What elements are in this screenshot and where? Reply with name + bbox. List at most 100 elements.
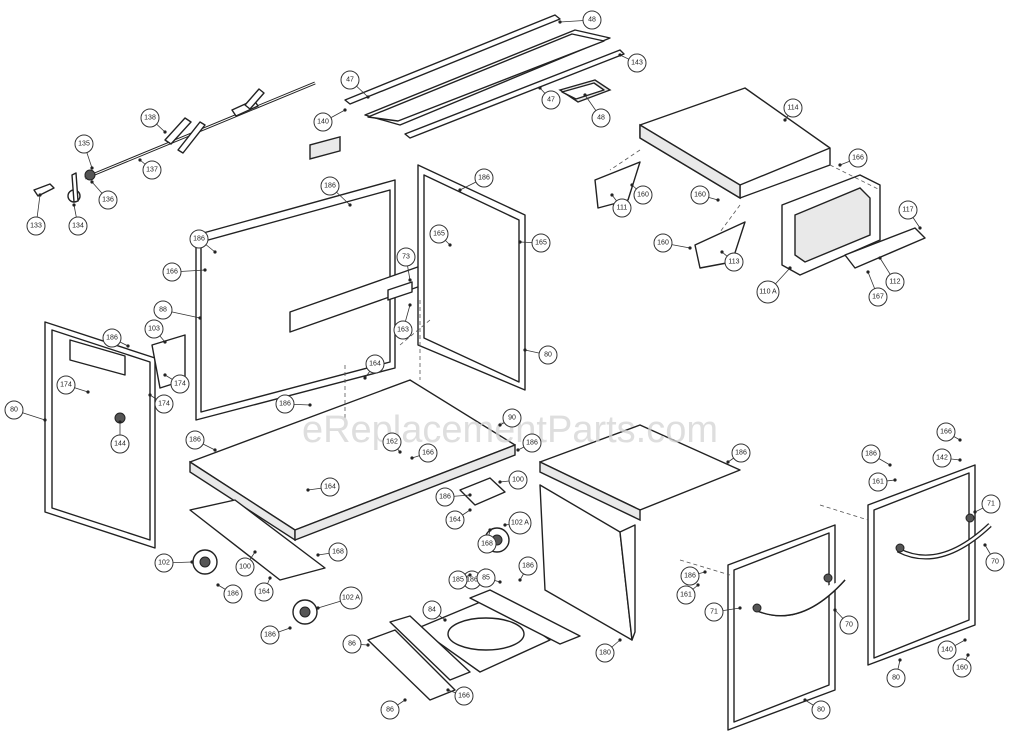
fastener-dot — [893, 478, 897, 482]
fastener-dot — [833, 608, 837, 612]
callout-bubble — [839, 615, 859, 635]
fastener-dot — [316, 606, 320, 610]
part-callout: 186 — [518, 556, 538, 582]
part-callout: 162 — [382, 432, 402, 454]
callout-label: 160 — [694, 192, 706, 199]
callout-label: 135 — [78, 141, 90, 148]
casters — [192, 527, 510, 625]
callout-label: 88 — [159, 307, 167, 314]
part-callout: 167 — [866, 270, 888, 307]
callout-label: 143 — [631, 60, 643, 67]
part-callout: 160 — [630, 183, 653, 205]
fastener-dot — [696, 583, 700, 587]
fastener-dot — [190, 560, 194, 564]
callout-bubble — [380, 700, 400, 720]
callout-label: 48 — [588, 17, 596, 24]
part-callout: 47 — [340, 70, 370, 99]
callout-label: 174 — [174, 381, 186, 388]
part-callout: 102 — [154, 553, 194, 573]
part-callout: 140 — [313, 108, 347, 132]
callout-bubble — [731, 443, 751, 463]
part-callout: 161 — [868, 472, 897, 492]
callout-bubble — [365, 354, 385, 374]
callout-label: 166 — [166, 269, 178, 276]
right-side-panel — [417, 164, 526, 391]
part-callout: 186 — [275, 394, 312, 414]
fastener-dot — [498, 423, 502, 427]
callout-bubble — [396, 247, 416, 267]
callout-bubble — [612, 198, 632, 218]
callout-label: 166 — [940, 429, 952, 436]
callout-label: 138 — [144, 115, 156, 122]
callout-label: 186 — [865, 451, 877, 458]
part-callout: 160 — [952, 653, 972, 678]
part-callout: 180 — [595, 638, 622, 663]
warming-rack-rails — [344, 14, 625, 139]
callout-bubble — [868, 287, 888, 307]
part-callout: 103 — [144, 319, 167, 344]
part-callout: 137 — [138, 158, 162, 180]
part-callout: 86 — [342, 634, 370, 654]
callout-bubble — [985, 552, 1005, 572]
callout-bubble — [275, 394, 295, 414]
callout-bubble — [339, 586, 363, 610]
fastener-dot — [138, 158, 142, 162]
left-door — [727, 524, 846, 731]
fastener-dot — [90, 180, 94, 184]
fastener-dot — [458, 188, 462, 192]
fastener-dot — [838, 163, 842, 167]
callout-label: 80 — [544, 352, 552, 359]
callout-bubble — [435, 487, 455, 507]
part-callout: 100 — [498, 470, 528, 490]
callout-bubble — [422, 600, 442, 620]
part-callout: 134 — [68, 203, 88, 236]
part-callout: 110 A — [756, 266, 792, 304]
callout-label: 90 — [508, 415, 516, 422]
callout-label: 136 — [102, 197, 114, 204]
callout-bubble — [848, 148, 868, 168]
callout-label: 102 A — [511, 520, 529, 527]
part-callout: 114 — [783, 98, 803, 122]
fastener-dot — [86, 390, 90, 394]
callout-bubble — [653, 233, 673, 253]
callout-label: 164 — [449, 517, 461, 524]
callout-label: 166 — [458, 693, 470, 700]
part-callout: 166 — [410, 443, 438, 463]
callout-bubble — [508, 511, 532, 535]
part-callout: 138 — [140, 108, 167, 134]
fastener-dot — [43, 418, 47, 422]
callout-label: 140 — [317, 119, 329, 126]
part-callout: 135 — [74, 134, 94, 170]
callout-bubble — [932, 448, 952, 468]
callout-label: 167 — [872, 294, 884, 301]
part-callout: 160 — [690, 185, 720, 205]
callout-label: 114 — [787, 105, 798, 112]
callout-bubble — [342, 634, 362, 654]
fastener-dot — [516, 448, 520, 452]
part-callout: 136 — [90, 180, 118, 210]
callout-bubble — [185, 430, 205, 450]
callout-bubble — [868, 472, 888, 492]
fastener-dot — [803, 698, 807, 702]
fastener-dot — [408, 303, 412, 307]
callout-label: 168 — [481, 541, 493, 548]
callout-label: 71 — [987, 501, 995, 508]
callout-label: 86 — [386, 707, 394, 714]
part-callout: 71 — [973, 494, 1001, 514]
fastener-dot — [618, 638, 622, 642]
callout-bubble — [56, 375, 76, 395]
callout-bubble — [756, 280, 780, 304]
fastener-dot — [213, 250, 217, 254]
callout-label: 117 — [902, 207, 913, 214]
part-callout: 142 — [932, 448, 962, 468]
part-callout: 70 — [983, 543, 1005, 572]
part-callout: 186 — [216, 583, 243, 604]
callout-bubble — [153, 300, 173, 320]
part-callout: 102 A — [503, 511, 532, 535]
drawer-tray — [367, 589, 581, 701]
part-callout: 164 — [363, 354, 385, 380]
callout-bubble — [98, 190, 118, 210]
callout-bubble — [591, 108, 611, 128]
callout-bubble — [110, 434, 130, 454]
callout-bubble — [445, 510, 465, 530]
